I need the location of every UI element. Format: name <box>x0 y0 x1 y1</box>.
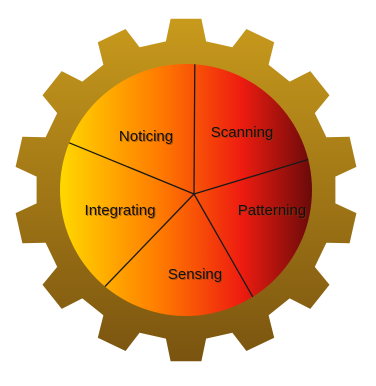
segment-dividers <box>68 64 309 298</box>
segment-label-scanning: Scanning <box>211 124 274 141</box>
segment-label-shadow: Scanning <box>212 125 275 142</box>
segment-label-shadow: Noticing <box>120 129 174 146</box>
segment-label-shadow: Integrating <box>86 203 157 220</box>
segment-divider <box>193 193 254 298</box>
segment-label-patterning: Patterning <box>238 202 306 219</box>
segment-label-integrating: Integrating <box>85 202 156 219</box>
segment-label-sensing: Sensing <box>168 266 222 283</box>
segment-label-shadow: Sensing <box>169 267 223 284</box>
segment-label-noticing: Noticing <box>119 128 173 145</box>
segment-label-shadow: Patterning <box>239 203 307 220</box>
segment-divider <box>193 64 196 195</box>
cycle-disc <box>60 64 312 316</box>
segment-divider <box>104 193 195 287</box>
segment-divider <box>68 142 195 195</box>
segment-divider <box>193 158 309 195</box>
